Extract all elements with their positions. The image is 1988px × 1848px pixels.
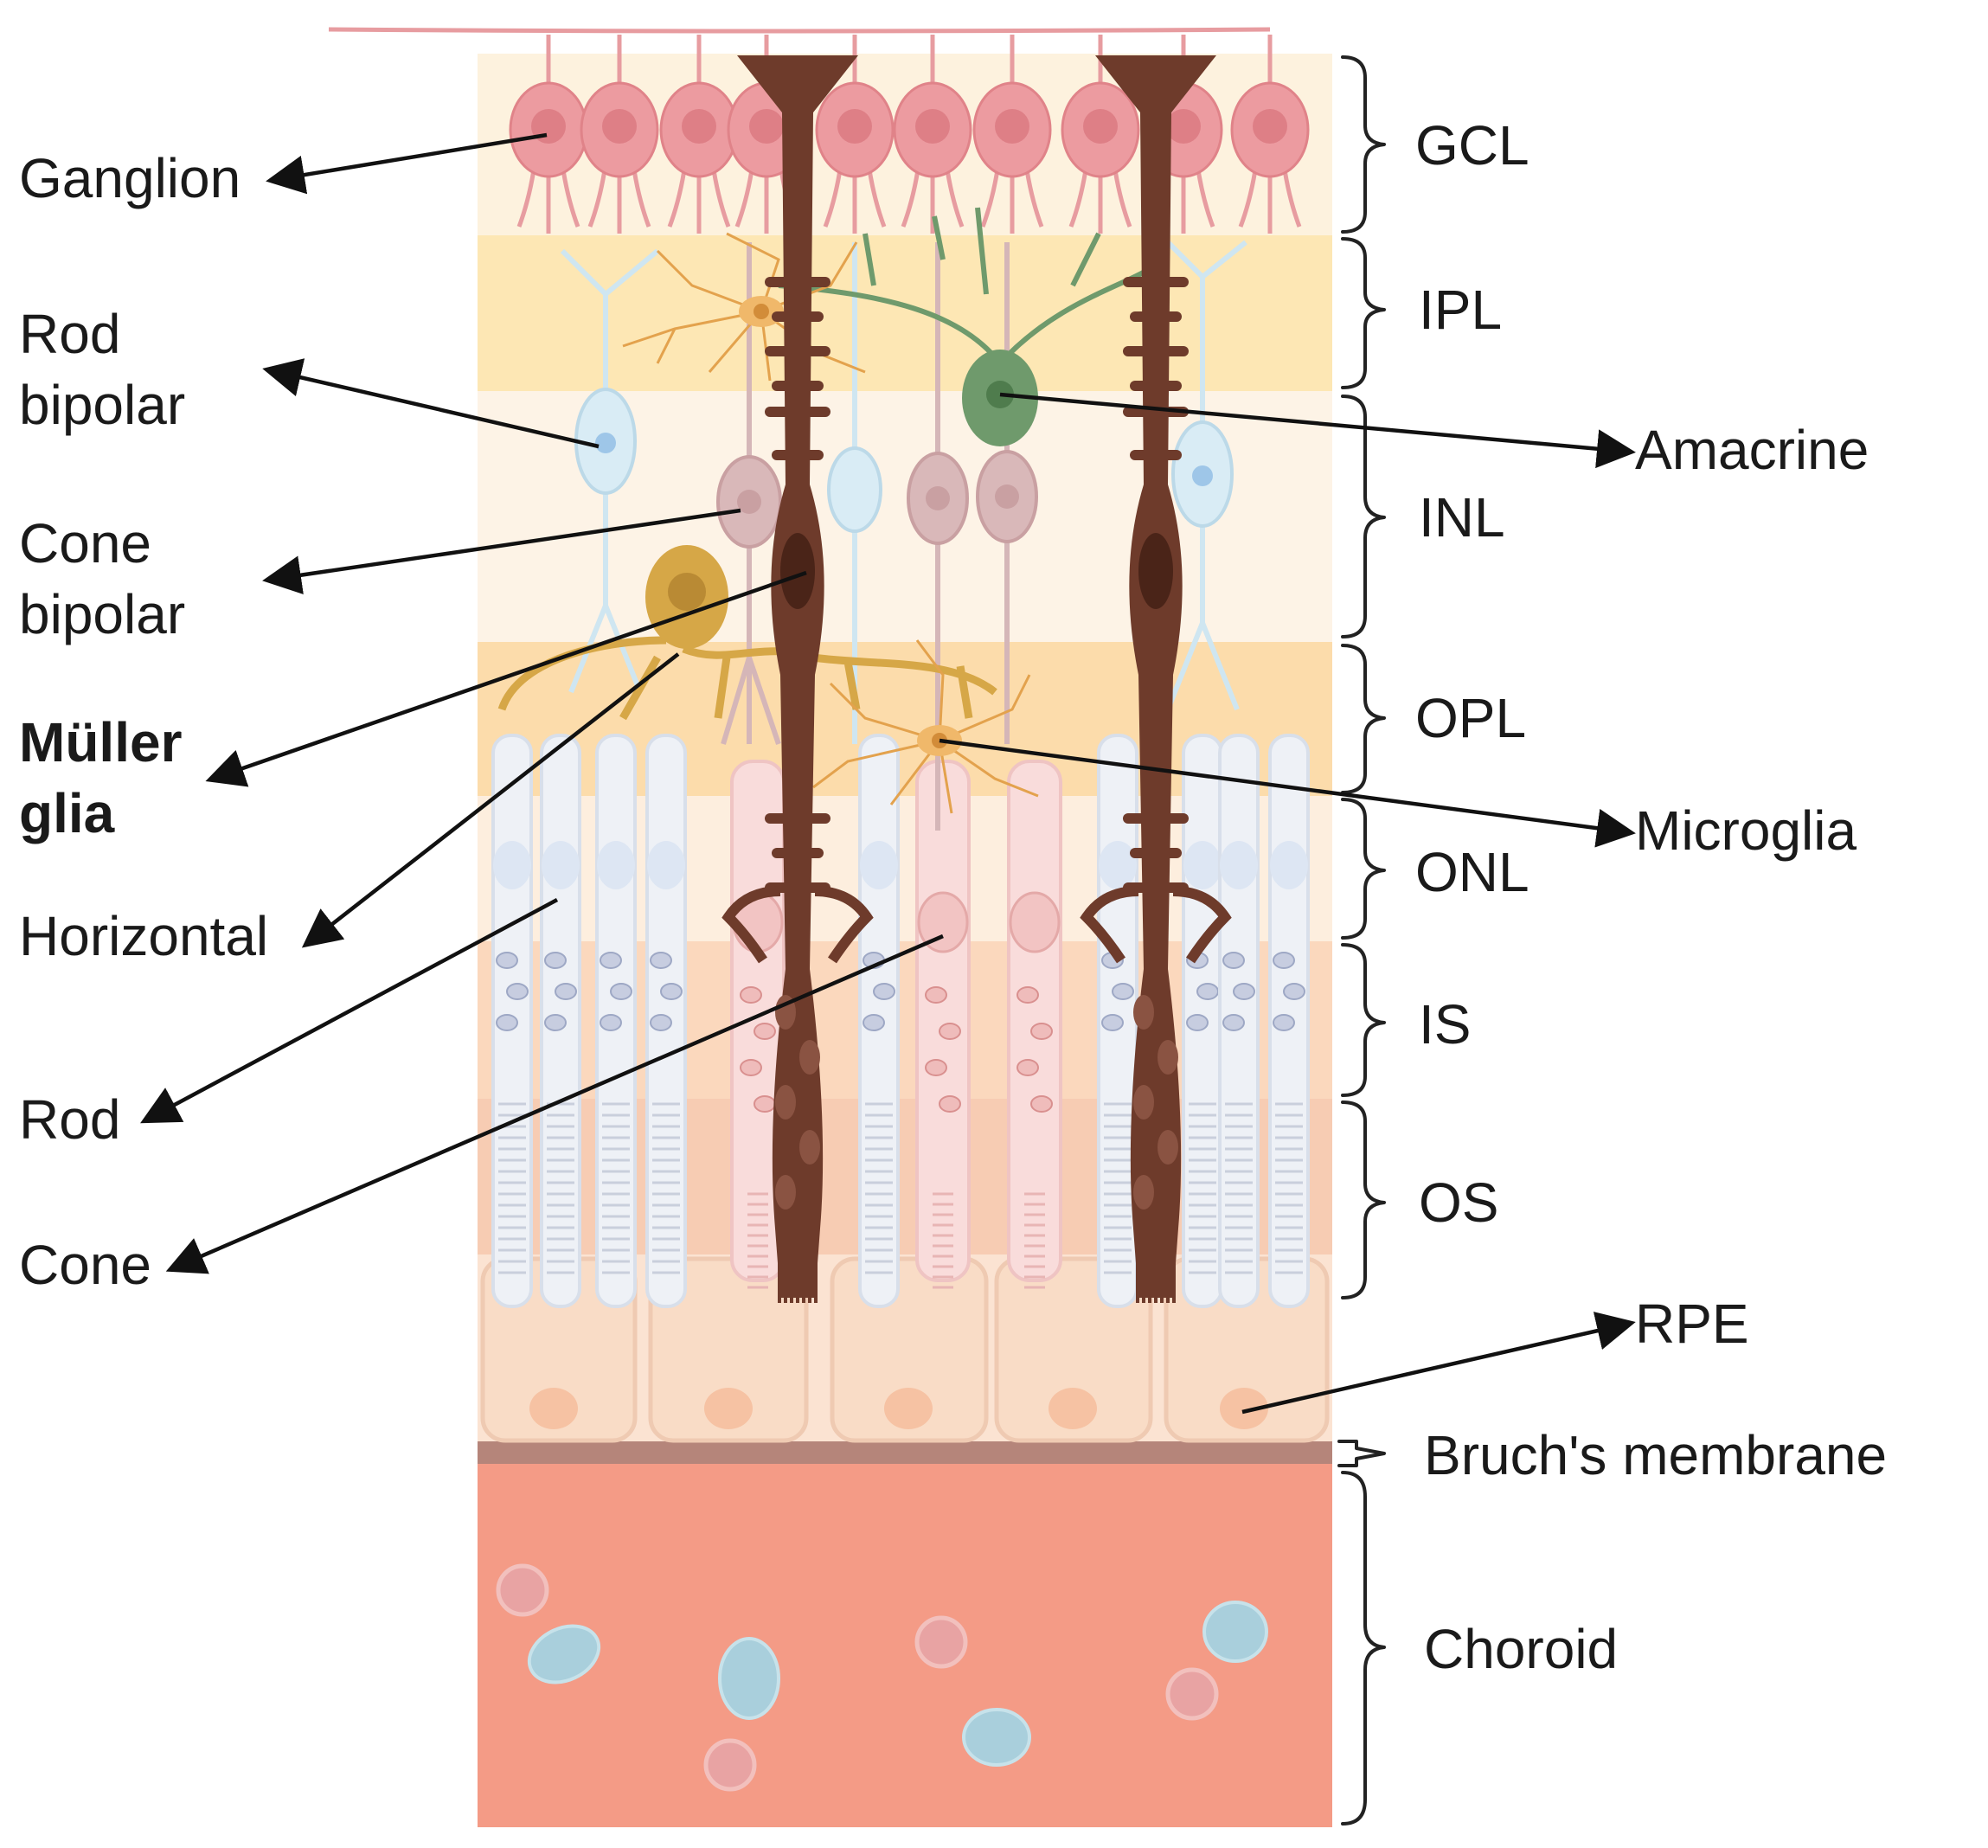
label-ganglion: Ganglion (19, 147, 240, 209)
rpe-nucleus (704, 1388, 753, 1429)
cone-cell (1007, 760, 1062, 1289)
layer-braces (1337, 55, 1386, 1826)
rpe-nucleus (884, 1388, 933, 1429)
label-os: OS (1419, 1171, 1498, 1234)
ganglion-cell (815, 35, 895, 234)
label-cone-bipolar-line2: bipolar (19, 583, 185, 645)
label-muller-line2: glia (19, 782, 115, 844)
amacrine-arrow (999, 392, 1636, 469)
ganglion-arrow (266, 132, 548, 195)
rpe-nucleus (529, 1388, 578, 1429)
rod-cell (1182, 734, 1223, 1308)
muller-glia-cell (721, 55, 874, 1303)
photoreceptors (491, 734, 1310, 1308)
label-rod-bipolar-line1: Rod (19, 303, 120, 365)
choroid-band (478, 1464, 1332, 1827)
ganglion-cell (1061, 35, 1140, 234)
muller-glia-cell (1080, 55, 1232, 1303)
ganglion-cell (972, 35, 1052, 234)
label-cone: Cone (19, 1234, 151, 1296)
cone-bipolar-cell (716, 242, 782, 745)
label-ipl: IPL (1419, 279, 1502, 341)
rod-cell (491, 734, 533, 1308)
pointer-arrows (140, 132, 1636, 1415)
label-microglia: Microglia (1635, 799, 1857, 862)
right-labels: GCL IPL Amacrine INL OPL Microglia ONL I… (1415, 114, 1887, 1680)
rpe-cell (648, 1256, 809, 1443)
blood-cell (914, 1615, 968, 1669)
choroid-contents (496, 1563, 1268, 1792)
label-horizontal: Horizontal (19, 905, 268, 967)
label-bruch: Bruch's membrane (1424, 1424, 1887, 1486)
opl-brace (1341, 644, 1386, 794)
microglia-arrow (939, 738, 1636, 848)
blood-vessel (527, 1624, 601, 1684)
blood-vessel (1202, 1601, 1268, 1663)
label-opl: OPL (1415, 687, 1526, 749)
muller-arrow (205, 570, 807, 787)
bipolar-cells (560, 240, 1247, 831)
rod-cell (1268, 734, 1310, 1308)
blood-vessel (718, 1637, 780, 1720)
inl-brace (1341, 395, 1386, 638)
muller-glia-cells (721, 55, 1232, 1303)
os-brace (1341, 1100, 1386, 1299)
choroid-brace (1341, 1471, 1386, 1826)
label-is: IS (1419, 993, 1471, 1056)
blood-cell (1165, 1667, 1219, 1721)
rpe-nucleus (1220, 1388, 1268, 1429)
rod-cell (645, 734, 687, 1308)
rpe-arrow (1241, 1312, 1636, 1415)
ipl-brace (1341, 237, 1386, 389)
nerve-fiber-line (328, 27, 1271, 34)
label-rpe: RPE (1635, 1293, 1749, 1355)
rod-cell (1218, 734, 1260, 1308)
rod-bipolar-cell (1165, 240, 1247, 711)
blood-cell (703, 1738, 757, 1792)
cone-bipolar-arrow (262, 508, 741, 595)
label-choroid: Choroid (1424, 1618, 1618, 1680)
onl-brace (1341, 798, 1386, 940)
amacrine-cell (778, 207, 1152, 446)
label-gcl: GCL (1415, 114, 1529, 176)
rod-arrow (140, 898, 559, 1124)
label-amacrine: Amacrine (1635, 419, 1869, 481)
rod-cell (540, 734, 581, 1308)
cone-arrow (165, 934, 944, 1274)
label-rod: Rod (19, 1088, 120, 1151)
blood-vessel (962, 1708, 1031, 1767)
gcl-brace (1341, 55, 1386, 234)
label-muller-line1: Müller (19, 711, 182, 773)
cone-cell (915, 760, 971, 1289)
label-inl: INL (1419, 486, 1505, 549)
label-cone-bipolar-line1: Cone (19, 512, 151, 574)
rod-bipolar-arrow (262, 358, 600, 449)
ganglion-cell (580, 35, 659, 234)
bruch-band (478, 1441, 1332, 1464)
rod-cell (595, 734, 637, 1308)
ganglion-cell (1230, 35, 1310, 234)
rpe-nucleus (1049, 1388, 1097, 1429)
label-rod-bipolar-line2: bipolar (19, 374, 185, 436)
ganglion-cell (659, 35, 739, 234)
bruch-brace (1337, 1440, 1386, 1467)
left-labels: Ganglion Rod bipolar Cone bipolar Müller… (19, 147, 268, 1296)
blood-cell (496, 1563, 549, 1617)
is-brace (1341, 943, 1386, 1097)
ganglion-cell (893, 35, 972, 234)
rod-cell (1097, 734, 1138, 1308)
label-onl: ONL (1415, 841, 1529, 903)
cone-bipolar-cell (976, 242, 1038, 744)
rod-cell (858, 734, 900, 1308)
horizontal-arrow (301, 652, 680, 948)
